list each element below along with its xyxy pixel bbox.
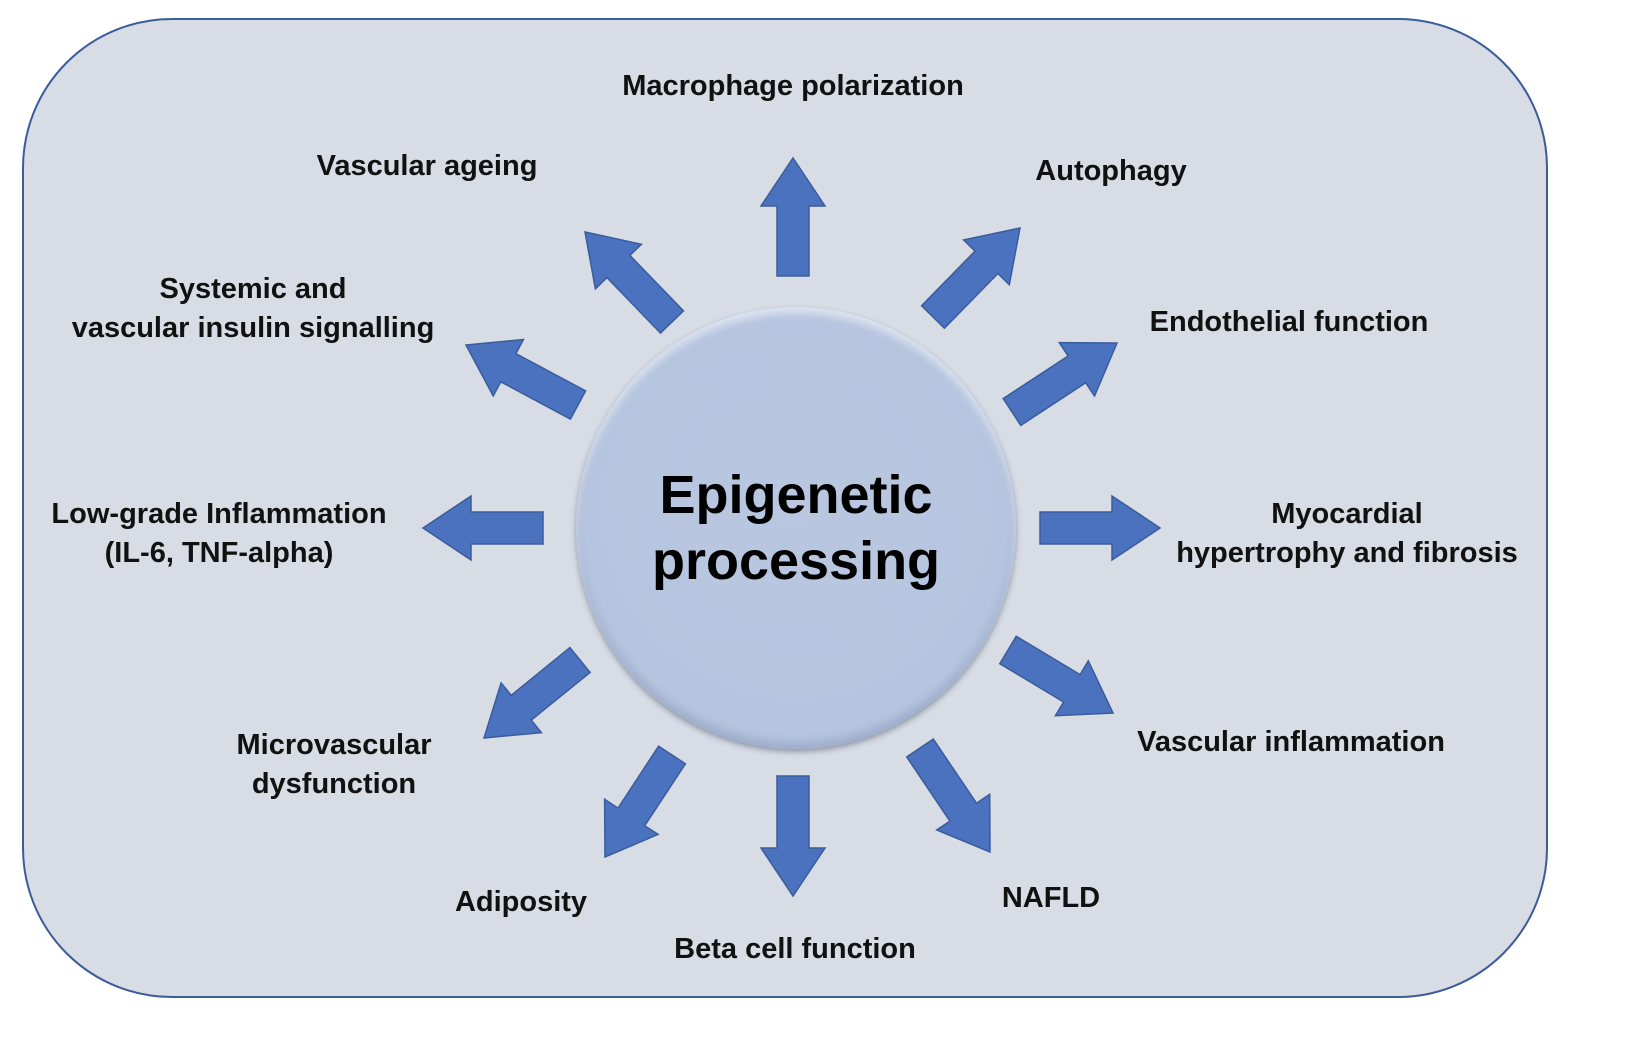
label-line: dysfunction	[251, 768, 417, 800]
label-macrophage: Macrophage polarization	[622, 67, 964, 106]
label-line: Beta cell function	[674, 933, 916, 965]
label-microvascular: Microvascular dysfunction	[236, 726, 431, 804]
arrow-insulin-signalling	[464, 338, 587, 421]
label-adiposity: Adiposity	[455, 883, 587, 922]
label-line: Macrophage polarization	[622, 70, 964, 102]
label-vascular-inflammation: Vascular inflammation	[1137, 723, 1445, 762]
label-insulin-signalling: Systemic and vascular insulin signalling	[72, 270, 435, 348]
label-endothelial: Endothelial function	[1150, 303, 1429, 342]
label-line: Endothelial function	[1149, 306, 1429, 338]
label-line: Low-grade Inflammation	[51, 498, 387, 530]
arrow-endothelial	[1002, 341, 1119, 427]
arrow-vascular-inflammation	[998, 635, 1115, 717]
hub-title-line-1: Epigenetic	[659, 465, 933, 525]
label-vascular-ageing: Vascular ageing	[317, 147, 538, 186]
label-line: Microvascular	[236, 729, 432, 761]
arrow-myocardial	[1039, 494, 1162, 562]
label-line: Systemic and	[159, 273, 347, 305]
label-line: vascular insulin signalling	[71, 312, 435, 344]
arrow-macrophage	[759, 156, 827, 277]
label-line: hypertrophy and fibrosis	[1176, 537, 1518, 569]
label-line: NAFLD	[1001, 882, 1101, 914]
label-line: (IL-6, TNF-alpha)	[104, 537, 334, 569]
hub-title-line-2: processing	[651, 531, 941, 591]
arrow-low-grade-inflammation	[421, 494, 544, 562]
label-line: Vascular ageing	[316, 150, 538, 182]
label-line: Myocardial	[1271, 498, 1423, 530]
arrow-nafld	[905, 738, 991, 854]
label-line: Autophagy	[1035, 155, 1187, 187]
arrow-adiposity	[603, 745, 687, 859]
label-nafld: NAFLD	[1002, 879, 1100, 918]
arrow-vascular-ageing	[584, 231, 685, 335]
label-line: Vascular inflammation	[1137, 726, 1445, 758]
label-beta-cell: Beta cell function	[674, 930, 916, 969]
label-myocardial: Myocardial hypertrophy and fibrosis	[1176, 495, 1518, 573]
arrow-beta-cell	[759, 775, 827, 898]
arrow-autophagy	[920, 227, 1021, 330]
arrow-microvascular	[482, 646, 592, 739]
label-autophagy: Autophagy	[1035, 152, 1186, 191]
epigenetic-processing-hub: Epigenetic processing	[576, 307, 1016, 749]
label-low-grade-inflammation: Low-grade Inflammation (IL-6, TNF-alpha)	[51, 495, 386, 573]
label-line: Adiposity	[454, 886, 588, 918]
